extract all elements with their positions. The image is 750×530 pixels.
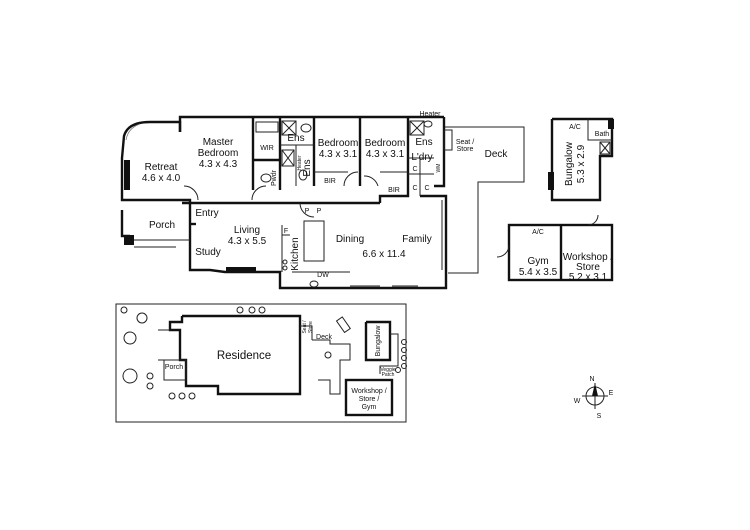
kitchen-label: Kitchen <box>290 237 301 270</box>
site-veggie-1: Veggie <box>380 367 396 373</box>
workshop-name-1: Workshop / <box>563 252 614 263</box>
bungalow-ac: A/C <box>569 124 581 131</box>
site-workshop-2: Store / <box>359 396 380 403</box>
living-name: Living <box>234 225 260 236</box>
family-label: Family <box>402 234 431 245</box>
site-bungalow-label: Bungalow <box>375 325 382 357</box>
cupboard-2-label: C <box>412 185 417 192</box>
master-bedroom-name-2: Bedroom <box>198 148 239 159</box>
bungalow-bath: Bath <box>595 131 610 138</box>
retreat-window <box>124 160 130 190</box>
compass-north-arrow-icon <box>592 383 598 396</box>
compass: N S E W <box>574 376 614 420</box>
main-house <box>120 115 525 290</box>
bungalow: A/C Bath Bungalow 5.3 x 2.9 <box>548 117 614 202</box>
site-plan: Residence Porch Deck Seat / Store Bungal… <box>115 303 407 423</box>
pantry-1-label: P <box>305 208 310 215</box>
entry-label: Entry <box>195 208 218 219</box>
seat-store-line-2: Store <box>457 146 474 153</box>
seat-store-line-1: Seat / <box>456 139 474 146</box>
gym-size: 5.4 x 3.5 <box>519 267 558 278</box>
living-window <box>226 267 256 273</box>
retreat-name: Retreat <box>145 162 178 173</box>
workshop-name-2: Store <box>576 262 600 273</box>
heater-small-label: Heater <box>297 155 303 170</box>
site-deck-label: Deck <box>316 334 332 341</box>
wir-label: WIR <box>260 145 274 152</box>
bungalow-name: Bungalow <box>564 141 575 186</box>
heater-label: Heater <box>419 111 441 118</box>
compass-w: W <box>574 398 581 405</box>
ens-1-label: Ens <box>287 133 304 144</box>
master-bedroom-size: 4.3 x 4.3 <box>199 159 238 170</box>
linen-label: C <box>412 166 417 173</box>
site-workshop-1: Workshop / <box>351 388 386 395</box>
bedroom-2-size: 4.3 x 3.1 <box>319 149 358 160</box>
bedroom-3-name: Bedroom <box>365 138 406 149</box>
deck-label: Deck <box>485 149 509 160</box>
bir-1-label: BIR <box>324 178 336 185</box>
wm-label: WM <box>436 164 442 173</box>
bedroom-wing-top-wall <box>178 115 444 132</box>
dining-label: Dining <box>336 234 364 245</box>
compass-s: S <box>597 413 602 420</box>
site-residence-label: Residence <box>217 350 271 362</box>
family-size: 6.6 x 11.4 <box>362 249 406 260</box>
kitchen-island <box>303 220 325 262</box>
site-porch-label: Porch <box>165 364 183 371</box>
master-bedroom-name-1: Master <box>203 137 234 148</box>
pantry-2-label: P <box>317 208 322 215</box>
study-label: Study <box>195 247 221 258</box>
porch-label: Porch <box>149 220 175 231</box>
compass-n: N <box>589 376 594 383</box>
retreat-size: 4.6 x 4.0 <box>142 173 181 184</box>
fridge-label: F <box>284 228 288 235</box>
compass-e: E <box>609 390 614 397</box>
site-boundary <box>115 303 407 423</box>
bungalow-size: 5.3 x 2.9 <box>576 144 587 183</box>
laundry-label: L'dry <box>411 152 432 163</box>
site-veggie-2: Patch <box>382 372 395 378</box>
gym-name: Gym <box>527 256 548 267</box>
deck-outline <box>444 126 525 274</box>
site-workshop-3: Gym <box>362 404 377 411</box>
bedroom-2-name: Bedroom <box>318 138 359 149</box>
ens-3-label: Ens <box>415 137 432 148</box>
living-size: 4.3 x 5.5 <box>228 236 267 247</box>
dw-label: DW <box>317 272 329 279</box>
pwdr-label: Pwdr <box>271 169 278 186</box>
retreat-bay-wall <box>120 120 182 202</box>
workshop-size: 5.2 x 3.1 <box>569 272 608 283</box>
bedroom-3-size: 4.3 x 3.1 <box>366 149 405 160</box>
site-seat-store-1: Seat / <box>302 320 308 334</box>
bir-2-label: BIR <box>388 187 400 194</box>
main-house-labels: Master Bedroom 4.3 x 4.3 Retreat 4.6 x 4… <box>142 111 509 279</box>
ens-2-label: Ens <box>302 159 313 176</box>
gym-ac: A/C <box>532 229 544 236</box>
cupboard-3-label: C <box>424 185 429 192</box>
site-seat-store-2: Store <box>308 321 314 333</box>
gym-workshop: A/C Gym 5.4 x 3.5 Workshop / Store 5.2 x… <box>496 214 614 283</box>
